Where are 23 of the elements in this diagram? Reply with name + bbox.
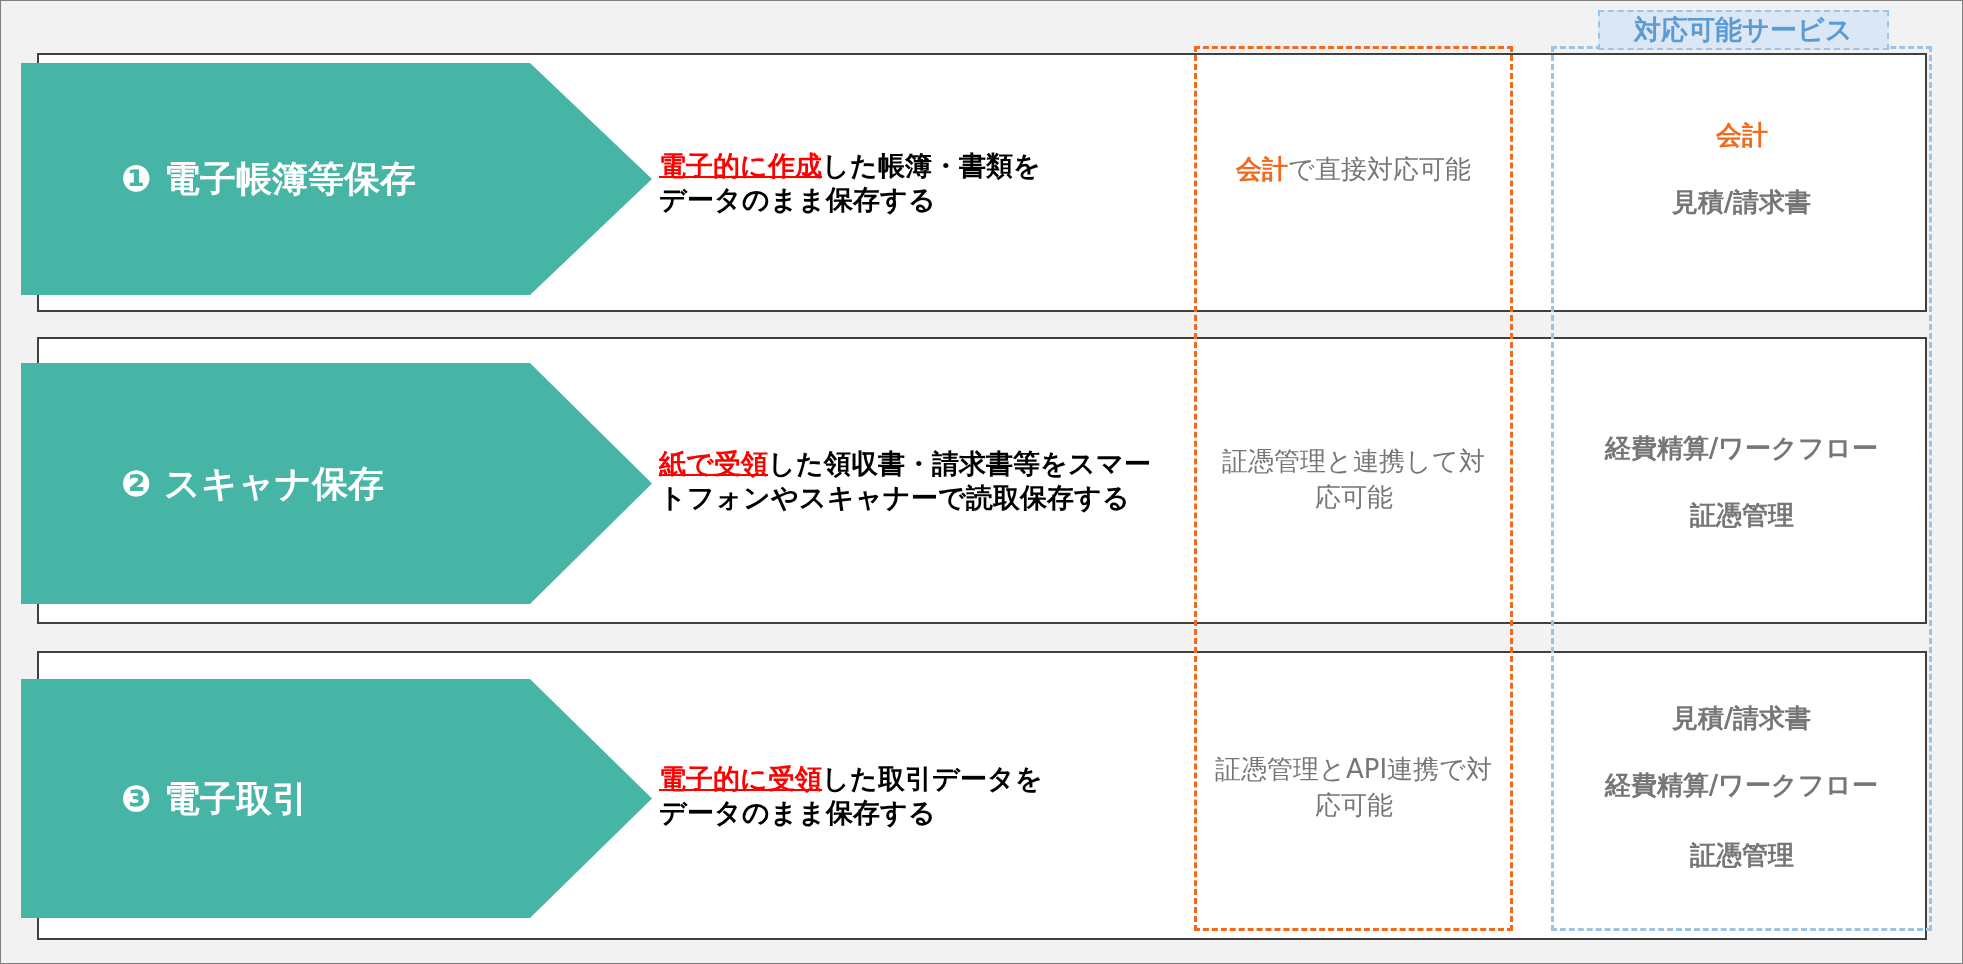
category-banner	[21, 679, 652, 918]
category-label: ❷ スキャナ保存	[121, 461, 384, 506]
service-name: 会計	[1714, 119, 1769, 152]
service-name: 証憑管理	[1688, 499, 1795, 532]
support-note: 証憑管理と連携して対応可能	[1221, 445, 1486, 514]
support-note: 証憑管理とAPI連携で対応可能	[1213, 753, 1494, 822]
service-name: 経費精算/ワークフロー	[1603, 769, 1880, 802]
support-note: 会計で直接対応可能	[1235, 153, 1472, 186]
support-column	[1194, 46, 1513, 931]
service-name: 見積/請求書	[1670, 702, 1813, 735]
category-label: ❶ 電子帳簿等保存	[121, 157, 416, 201]
service-name: 見積/請求書	[1670, 186, 1813, 219]
description-text: 紙で受領した領収書・請求書等をスマートフォンやスキャナーで読取保存する	[659, 446, 1152, 515]
description-text: 電子的に作成した帳簿・書類をデータのまま保存する	[659, 148, 1042, 217]
category-banner	[21, 63, 652, 295]
service-column	[1551, 46, 1932, 931]
service-name: 経費精算/ワークフロー	[1603, 432, 1880, 465]
description-text: 電子的に受領した取引データをデータのまま保存する	[659, 761, 1044, 830]
category-label: ❸ 電子取引	[121, 776, 308, 821]
column-heading: 対応可能サービス	[1634, 12, 1853, 47]
service-name: 証憑管理	[1688, 839, 1795, 872]
category-banner	[21, 363, 652, 604]
column-heading-tab	[1598, 10, 1889, 50]
